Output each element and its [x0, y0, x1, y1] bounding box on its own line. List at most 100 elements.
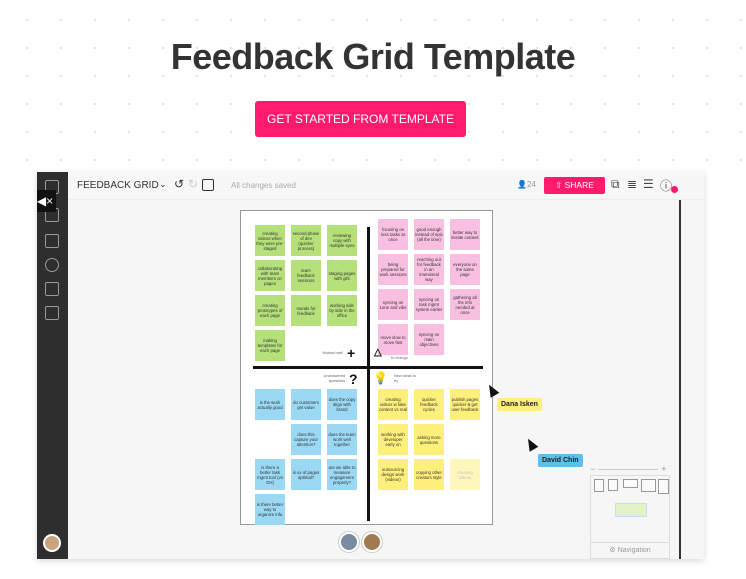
comments-icon[interactable]: ⧉ [611, 177, 620, 191]
redo-icon[interactable]: ↻ [188, 177, 199, 191]
speaker-muted-icon[interactable]: ◀× [37, 190, 56, 212]
sticky-note[interactable]: creating videos [450, 459, 480, 490]
user-icon: 👤 [517, 180, 527, 189]
sticky-note[interactable]: does this capture your attention? [291, 424, 321, 455]
sticky-note[interactable]: good enough instead of epic (all the tim… [414, 219, 444, 250]
chevron-down-icon[interactable]: ⌄ [159, 179, 167, 189]
sticky-note[interactable]: move slow to move fast [378, 324, 408, 355]
zoom-out-button[interactable]: − [590, 464, 596, 474]
question-icon: ? [349, 371, 358, 387]
help-icon[interactable]: ⓘ [660, 179, 673, 193]
sticky-note[interactable]: staging pages with gifs [327, 260, 357, 291]
user-count-value: 24 [526, 180, 536, 189]
sticky-note[interactable]: does the copy align with brand [327, 389, 357, 420]
sticky-note[interactable]: is there a better task mgmt tool (vs GH) [255, 459, 285, 490]
sticky-note[interactable]: is ux of pages optimal? [291, 459, 321, 490]
empty-slot [450, 424, 480, 455]
label-worked-well: Worked well [322, 351, 343, 355]
collaborator-tag: David Chin [538, 454, 583, 467]
sticky-note[interactable]: making templates for each page [255, 330, 285, 361]
grid-icon[interactable] [45, 282, 59, 296]
share-label: SHARE [564, 180, 594, 190]
sticky-note[interactable]: working side by side in the office [327, 295, 357, 326]
board-name[interactable]: FEEDBACK GRID [77, 180, 159, 191]
dotted-background [0, 0, 746, 175]
zoom-in-button[interactable]: + [661, 464, 667, 474]
sticky-note[interactable]: collaborating with team members on pages [255, 260, 285, 291]
minimap-frame[interactable] [594, 479, 604, 492]
sticky-note[interactable]: creating videos when they were pre-stage… [255, 225, 285, 256]
sticky-note[interactable]: asking more questions [414, 424, 444, 455]
zoom-slider[interactable]: −+ [590, 464, 670, 474]
user-count: 👤24 [517, 180, 536, 189]
horizontal-axis [253, 366, 483, 369]
sticky-note[interactable]: team feedback sessions [291, 260, 321, 291]
sticky-note[interactable]: does the team work well together [327, 424, 357, 455]
plus-icon: + [347, 345, 356, 361]
panel-divider [679, 200, 681, 559]
sticky-note[interactable]: creating prototypes of each page [255, 295, 285, 326]
sticky-note[interactable]: reaching out for feedback in an intentio… [414, 254, 444, 285]
activity-icon[interactable]: ≣ [627, 177, 638, 191]
sticky-note[interactable]: better way to iterate content [450, 219, 480, 250]
sticky-note[interactable]: reviewing copy with multiple eyes [327, 225, 357, 256]
navigation-minimap[interactable]: ⚙ Navigation [590, 475, 670, 559]
sticky-note[interactable]: quicker feedback cycles [414, 389, 444, 420]
app-screenshot: ◀× FEEDBACK GRID ⌄ ↺ ↻ All changes saved… [37, 172, 704, 559]
sticky-note[interactable]: publish pages quicker & get user feedbac… [450, 389, 480, 420]
get-started-button[interactable]: GET STARTED FROM TEMPLATE [255, 101, 466, 137]
label-to-change: to change [391, 356, 408, 360]
sticky-note[interactable]: second phase of dev (quicker process) [291, 225, 321, 256]
sticky-note[interactable]: syncing on 1one and vibe [378, 289, 408, 320]
sticky-note[interactable]: syncing on task mgmt system earlier [414, 289, 444, 320]
star-icon[interactable] [45, 258, 59, 272]
frame-icon[interactable] [202, 179, 214, 191]
sticky-note[interactable]: is the work actually good [255, 389, 285, 420]
share-button[interactable]: ⇧ SHARE [544, 177, 605, 194]
sticky-note[interactable]: copying other creators style [414, 459, 444, 490]
navigation-label[interactable]: ⚙ Navigation [591, 542, 669, 558]
collaborator-tag: Dana Isken [497, 398, 542, 411]
triangle-icon: △ [374, 347, 382, 358]
sticky-note[interactable]: gathering all the info needed at once [450, 289, 480, 320]
collaborator-avatar[interactable] [339, 532, 359, 552]
sticky-note[interactable]: creating videos w fake content vs real [378, 389, 408, 420]
sticky-note[interactable]: working with developer early on [378, 424, 408, 455]
collaborator-avatar[interactable] [362, 532, 382, 552]
notification-badge [671, 186, 678, 193]
minimap-frame[interactable] [641, 479, 656, 492]
vertical-axis [367, 227, 370, 521]
sticky-note[interactable]: are we able to measure engagement proper… [327, 459, 357, 490]
label-new-ideas: New ideas to try [394, 374, 416, 383]
page-title: Feedback Grid Template [170, 36, 576, 77]
label-unanswered: Unanswered questions [323, 374, 345, 383]
minimap-viewport[interactable] [615, 503, 647, 517]
feedback-grid-board: creating videos when they were pre-stage… [240, 210, 493, 525]
sticky-note[interactable]: murals for feedback [291, 295, 321, 326]
sticky-note[interactable]: being prepared for work sessions [378, 254, 408, 285]
user-avatar[interactable] [43, 534, 61, 552]
minimap-frame[interactable] [608, 479, 618, 491]
undo-icon[interactable]: ↺ [174, 177, 185, 191]
empty-slot [255, 424, 285, 455]
minimap-frame[interactable] [623, 479, 638, 488]
sticky-note[interactable]: outsourcing design work (videos) [378, 459, 408, 490]
lightbulb-icon: 💡 [373, 371, 388, 385]
upload-icon: ⇧ [555, 180, 565, 190]
sticky-note[interactable]: focusing on less tasks at once [378, 219, 408, 250]
gear-icon: ⚙ [609, 547, 618, 554]
list-icon[interactable]: ☰ [643, 177, 654, 191]
cursor-icon [523, 436, 539, 452]
save-status: All changes saved [231, 181, 296, 190]
top-toolbar: FEEDBACK GRID ⌄ ↺ ↻ All changes saved [68, 172, 704, 200]
sticky-note[interactable]: do customers get value [291, 389, 321, 420]
navigation-text: Navigation [617, 547, 651, 554]
comment-tool-icon[interactable] [45, 234, 59, 248]
sticky-note[interactable]: is there better way to organize info [255, 494, 285, 525]
image-icon[interactable] [45, 306, 59, 320]
minimap-frame[interactable] [658, 479, 669, 494]
sticky-note[interactable]: syncing on main objectives [414, 324, 444, 355]
sticky-note[interactable]: everyone on the same page [450, 254, 480, 285]
